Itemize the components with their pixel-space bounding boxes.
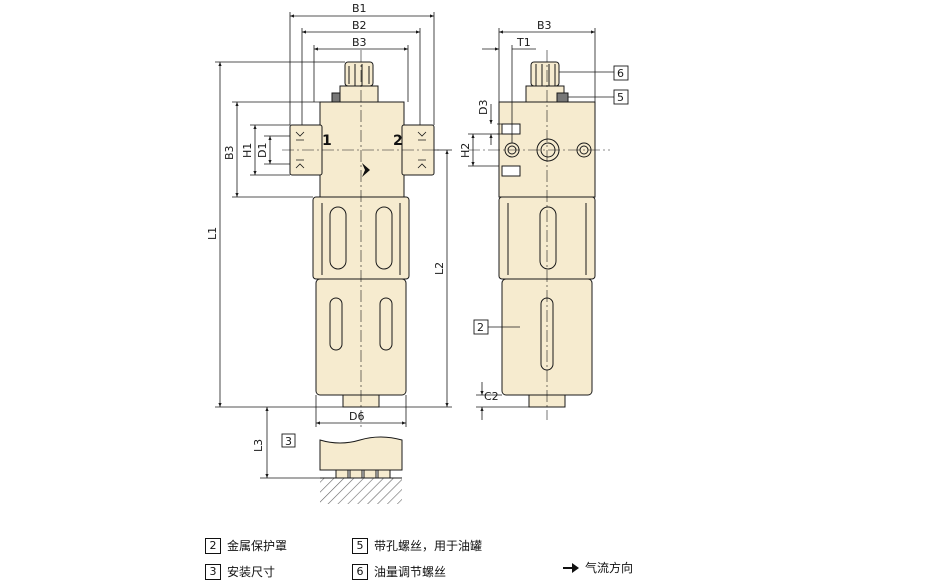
- front-view: [282, 50, 442, 430]
- legend-flow-direction: 气流方向: [563, 559, 633, 576]
- dim-t1: T1: [516, 36, 531, 49]
- legend-number: 2: [205, 537, 221, 554]
- callout-5: 5: [617, 91, 624, 104]
- dim-b3: B3: [352, 36, 367, 49]
- legend-item-6: 6 油量调节螺丝: [352, 563, 446, 580]
- dim-b3-side: B3: [537, 19, 552, 32]
- legend-number: 6: [352, 563, 368, 580]
- callout-2: 2: [477, 321, 484, 334]
- dim-b1: B1: [352, 2, 367, 15]
- dim-b3-left: B3: [223, 145, 236, 160]
- legend-label: 油量调节螺丝: [374, 565, 447, 579]
- legend-label: 金属保护罩: [227, 539, 288, 553]
- dim-d3: D3: [477, 100, 490, 115]
- port-outlet-label: 2: [393, 133, 403, 149]
- legend-item-3: 3 安装尺寸: [205, 563, 275, 580]
- mounting-detail: [319, 436, 403, 504]
- dim-b2: B2: [352, 19, 367, 32]
- callout-3: 3: [285, 435, 292, 448]
- side-view: [468, 50, 610, 420]
- legend-label: 安装尺寸: [227, 565, 276, 579]
- legend: 2 金属保护罩 3 安装尺寸 5 带孔螺丝，用于油罐 6 油量调节螺丝 气流方向: [0, 535, 950, 588]
- flow-direction-label: 气流方向: [585, 561, 634, 575]
- legend-item-5: 5 带孔螺丝，用于油罐: [352, 537, 482, 554]
- legend-label: 带孔螺丝，用于油罐: [374, 539, 483, 553]
- legend-number: 5: [352, 537, 368, 554]
- lubricator-dimension-drawing: 1 2 B1 B2 B3 L1 B3 H1 D1 L2: [206, 2, 629, 504]
- arrow-right-icon: [563, 562, 579, 573]
- dim-d1: D1: [256, 143, 269, 158]
- dim-h1: H1: [241, 143, 254, 158]
- dim-c2: C2: [484, 390, 499, 403]
- legend-number: 3: [205, 563, 221, 580]
- callout-6: 6: [617, 67, 624, 80]
- dim-l3: L3: [252, 439, 265, 452]
- legend-item-2: 2 金属保护罩: [205, 537, 287, 554]
- port-inlet-label: 1: [322, 133, 332, 149]
- dim-l1: L1: [206, 227, 219, 240]
- flow-arrow-icon: [362, 163, 370, 177]
- dim-l2: L2: [433, 262, 446, 275]
- dim-h2: H2: [459, 143, 472, 158]
- dim-d6: D6: [349, 410, 364, 423]
